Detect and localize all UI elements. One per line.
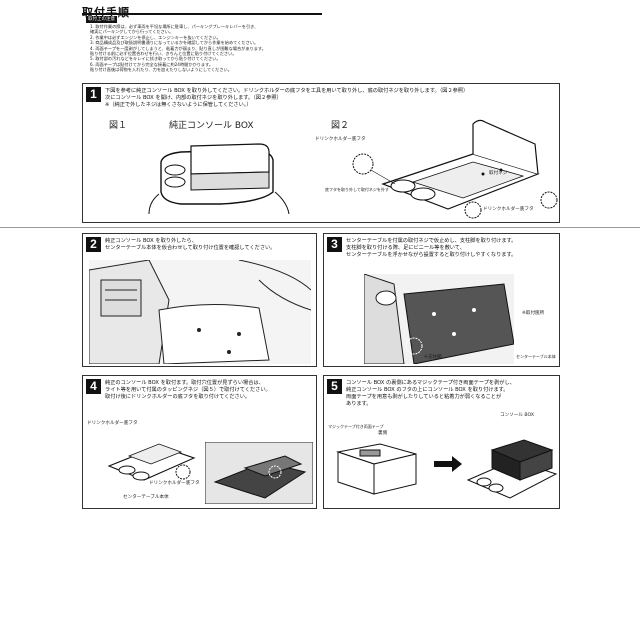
warning-tag: 取付上の注意 (86, 16, 117, 23)
warning-line: 6. 両面テープは貼付けてから完全な接着に約24時間かかります。 (90, 61, 214, 67)
warning-list: 1. 取付作業の際は、必ず車両を平坦な場所に駐車し、パーキングブレーキレバーを引… (90, 24, 330, 73)
warning-line: 貼り付け直後は荷物を入れたり、力を加えたりしないようにしてください。 (90, 67, 232, 73)
page-title: 取付手順 (82, 4, 130, 20)
step-4-line: ライト等を用いて付属のタッピングネジ（図５）で取付けてください。 (105, 387, 271, 393)
step-5-line: 純正コンソール BOX のフタの上にコンソール BOX を取り付けます。 (346, 387, 509, 393)
step-4-text: 純正のコンソール BOX を取付ます。取付穴位置が見ずらい場合は、 ライト等を用… (105, 380, 271, 401)
title-underline (82, 13, 322, 15)
callout-table-body: センターテーブル本体 (123, 495, 169, 500)
console-box-illustration (148, 143, 290, 215)
warning-line: 貼り付ける前に必ず位置合わせを行い、きちんと位置に貼り付けてください。 (90, 51, 237, 57)
figure-1-label: 図１ (109, 121, 128, 131)
callout-console-box: コンソール BOX (500, 413, 534, 418)
figure-1-caption: 純正コンソール BOX (169, 121, 254, 131)
step-1-line: 次にコンソール BOX を開け、内部の取付ネジを取り外します。（図２参照） (105, 95, 282, 101)
console-reinstall-illustration (107, 443, 196, 481)
callout-underside: 裏側 (378, 431, 388, 436)
step-1-panel: 1 下図を参考に純正コンソール BOX を取り外してください。ドリンクホルダーの… (82, 83, 560, 223)
step-4-panel: 4 純正のコンソール BOX を取付ます。取付穴位置が見ずらい場合は、 ライト等… (82, 375, 317, 509)
figure-2-label: 図２ (331, 121, 350, 131)
step-1-text: 下図を参考に純正コンソール BOX を取り外してください。ドリンクホルダーの底フ… (105, 88, 468, 109)
callout-drink-lid-bottom: ドリンクホルダー底フタ (483, 207, 534, 212)
car-interior-photo (89, 260, 311, 364)
step-3-number: 3 (327, 237, 342, 252)
step-5-number: 5 (327, 379, 342, 394)
callout-mount-point: ※取付箇所 (522, 311, 545, 316)
step-3-line: センターテーブルを付属の取付ネジで仮止めし、支柱脚を取り付けます。 (346, 238, 517, 244)
callout-support-leg: ※支柱脚 (424, 355, 442, 360)
step-2-text: 純正コンソール BOX を取り外したら、 センターテーブル本体を仮合わせして取り… (105, 238, 275, 252)
step-2-line: センターテーブル本体を仮合わせして取り付け位置を確認してください。 (105, 245, 276, 251)
callout-velcro-tape: マジックテープ付き両面テープ (328, 424, 384, 429)
callout-drink-lid-top: ドリンクホルダー底フタ (87, 421, 138, 426)
step-3-line: 支柱脚を取り付ける際、足にビニール等を敷いて、 (346, 245, 465, 251)
step-5-line: 両面テープを用意も剥がしたりしていると粘着力が弱くなることが (346, 394, 502, 400)
warning-line: 1. 取付作業の際は、必ず車両を平坦な場所に駐車し、パーキングブレーキレバーを引… (90, 24, 259, 29)
callout-screw: 取付ネジ (489, 171, 508, 176)
step-4-line: 純正のコンソール BOX を取付ます。取付穴位置が見ずらい場合は、 (105, 380, 264, 386)
warning-line: 2. 作業中は必ずエンジンを停止し、エンジンキーを抜いてください。 (90, 34, 221, 40)
step-3-line: センターテーブルを浮かせながら設置すると取り付けしやすくなります。 (346, 252, 517, 258)
callout-table-body: センターテーブル本体 (516, 354, 556, 359)
section-divider (0, 227, 640, 228)
step-4-number: 4 (86, 379, 101, 394)
callout-drink-lid-right: ドリンクホルダー底フタ (149, 481, 200, 486)
warning-line: 5. 取付部の汚れなどをキレイに拭き取ってから貼り付けてください。 (90, 56, 221, 62)
console-on-table-photo (205, 442, 313, 504)
warning-line: 4. 両面テープを一度剥がしてしまうと、粘着力が弱まり、貼り直しが困難な場合があ… (90, 45, 266, 51)
step-2-number: 2 (86, 237, 101, 252)
step-1-number: 1 (86, 87, 101, 102)
step-5-line: あります。 (346, 401, 372, 407)
arrow-icon (434, 456, 462, 472)
callout-remove-lid: 底フタを取り外して取付ネジを外す (325, 187, 389, 192)
warning-line: 確実にパーキングしてから行ってください。 (90, 29, 174, 35)
step-3-panel: 3 センターテーブルを付属の取付ネジで仮止めし、支柱脚を取り付けます。 支柱脚を… (323, 233, 560, 367)
step-5-line: コンソール BOX の裏側にあるマジックテープ付き両面テープを剥がし、 (346, 380, 515, 386)
callout-drink-lid: ドリンクホルダー底フタ (315, 137, 366, 142)
step-5-text: コンソール BOX の裏側にあるマジックテープ付き両面テープを剥がし、 純正コン… (346, 380, 515, 408)
center-table-install-photo (364, 274, 514, 364)
step-1-line: 下図を参考に純正コンソール BOX を取り外してください。ドリンクホルダーの底フ… (105, 88, 469, 94)
console-open-illustration (352, 119, 558, 219)
step-5-panel: 5 コンソール BOX の裏側にあるマジックテープ付き両面テープを剥がし、 純正… (323, 375, 560, 509)
box-mounted-illustration (466, 439, 558, 499)
step-2-panel: 2 純正コンソール BOX を取り外したら、 センターテーブル本体を仮合わせして… (82, 233, 317, 367)
step-3-text: センターテーブルを付属の取付ネジで仮止めし、支柱脚を取り付けます。 支柱脚を取り… (346, 238, 516, 259)
box-underside-illustration (336, 443, 417, 495)
step-1-line: ※（純正で外したネジは無くさないように保管してください。） (105, 102, 252, 108)
step-2-line: 純正コンソール BOX を取り外したら、 (105, 238, 197, 244)
step-4-line: 取付け後にドリンクホルダーの底フタを取り付けてください。 (105, 394, 251, 400)
warning-line: 3. 商品構成品及び取扱説明書通りになっているかを確認してから作業を始めてくださ… (90, 40, 259, 46)
